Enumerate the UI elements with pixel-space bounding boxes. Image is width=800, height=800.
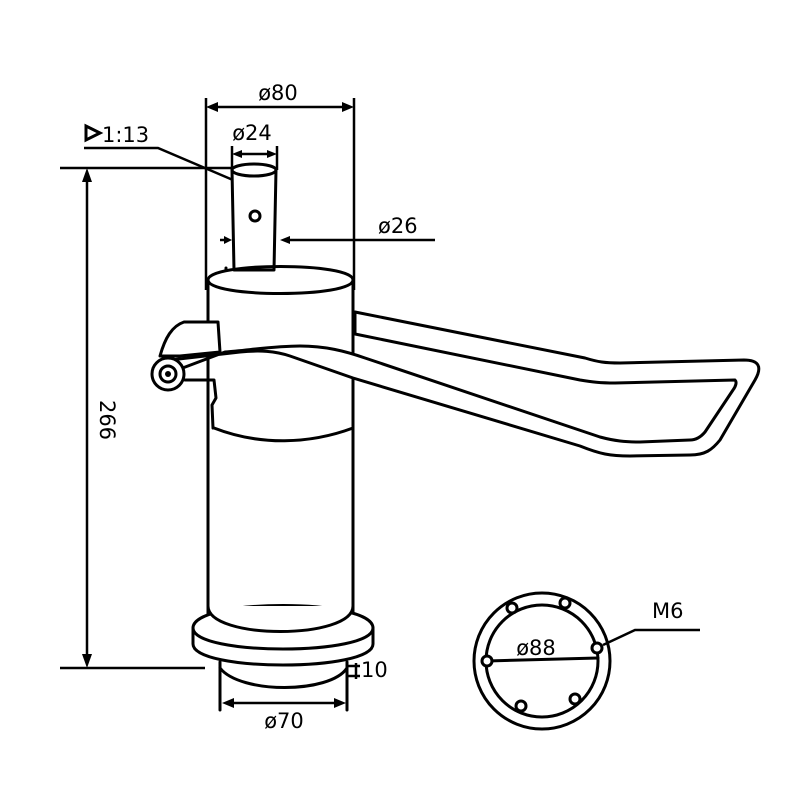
handle-bracket [158, 320, 222, 430]
spigot-height-label: 10 [361, 658, 388, 682]
bolt-hole [590, 641, 604, 655]
handle-pivot [150, 356, 186, 392]
bolt-hole [568, 692, 582, 706]
bolt-thread-label: M6 [652, 599, 683, 623]
base-flange [191, 604, 375, 712]
top-pin [230, 146, 279, 272]
bolt-hole [558, 596, 572, 610]
spigot-diameter-label: ø70 [264, 709, 304, 733]
pin-diameter-label: ø24 [232, 121, 272, 145]
shaft-diameter-dimension [220, 236, 435, 244]
spigot-diameter-dimension [222, 698, 346, 708]
height-label: 266 [95, 400, 119, 440]
bolt-hole [514, 699, 528, 713]
spigot-height-dimension [348, 663, 360, 679]
shaft-diameter-label: ø26 [378, 214, 418, 238]
cylinder-body [206, 265, 355, 643]
bolt-hole [505, 601, 519, 615]
bolt-circle-label: ø88 [516, 636, 556, 660]
bolt-hole [480, 654, 494, 668]
taper-label: 1:13 [102, 123, 149, 147]
pump-handle[interactable] [168, 310, 761, 458]
bolt-circle-view [472, 591, 700, 731]
body-diameter-dimension [204, 98, 356, 290]
body-diameter-label: ø80 [258, 81, 298, 105]
taper-leader [84, 123, 234, 182]
